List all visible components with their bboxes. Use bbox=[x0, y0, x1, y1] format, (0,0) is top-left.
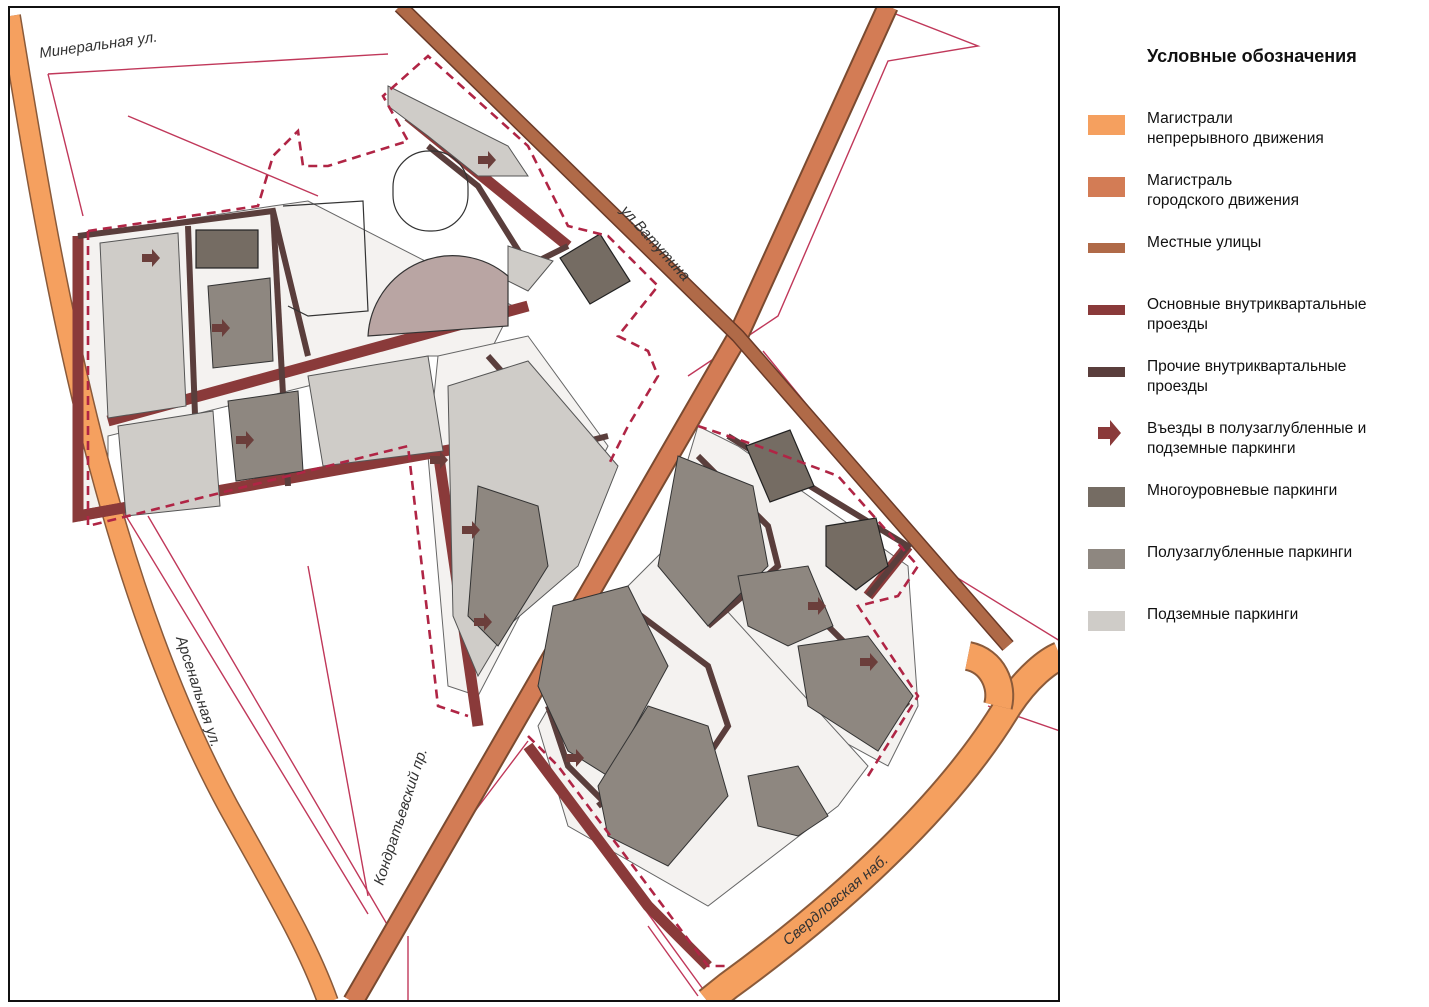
legend-swatch-multilevel-parking bbox=[1088, 487, 1125, 507]
legend-label: Магистраль городского движения bbox=[1147, 172, 1299, 209]
legend-swatch-local-street bbox=[1088, 243, 1125, 253]
legend-item-trunk-continuous: Магистрали непрерывного движения bbox=[1085, 105, 1415, 167]
site-plan-map: Минеральная ул. ул.Ватутина Арсенальная … bbox=[8, 6, 1060, 1002]
trunk-roads-continuous bbox=[8, 14, 1060, 1002]
legend-item-local-street: Местные улицы bbox=[1085, 229, 1415, 291]
legend-label: Подземные паркинги bbox=[1147, 606, 1299, 623]
legend-label: Многоуровневые паркинги bbox=[1147, 482, 1338, 499]
legend-swatch-semi-underground-parking bbox=[1088, 549, 1125, 569]
legend-swatch-other-driveway bbox=[1088, 367, 1125, 377]
legend-item-main-driveway: Основные внутриквартальные проезды bbox=[1085, 291, 1415, 353]
legend-item-multilevel-parking: Многоуровневые паркинги bbox=[1085, 477, 1415, 539]
school-complex bbox=[282, 150, 509, 337]
legend: Условные обозначения Магистрали непрерыв… bbox=[1085, 40, 1415, 663]
legend-label: Полузаглубленные паркинги bbox=[1147, 544, 1353, 561]
legend-item-underground-parking: Подземные паркинги bbox=[1085, 601, 1415, 663]
legend-item-arrow: Въезды в полузаглубленные и подземные па… bbox=[1085, 415, 1415, 477]
legend-item-other-driveway: Прочие внутриквартальные проезды bbox=[1085, 353, 1415, 415]
legend-item-trunk-city: Магистраль городского движения bbox=[1085, 167, 1415, 229]
semi-underground-parkings bbox=[207, 277, 914, 867]
parking-entry-arrows bbox=[142, 151, 878, 767]
map-border bbox=[8, 6, 1060, 1002]
legend-label: Основные внутриквартальные проезды bbox=[1147, 296, 1367, 333]
legend-swatch-trunk-continuous bbox=[1088, 115, 1125, 135]
legend-swatch-underground-parking bbox=[1088, 611, 1125, 631]
legend-swatch-trunk-city bbox=[1088, 177, 1125, 197]
arrow-icon bbox=[1088, 418, 1125, 448]
legend-item-semi-underground-parking: Полузаглубленные паркинги bbox=[1085, 539, 1415, 601]
legend-title: Условные обозначения bbox=[1147, 46, 1357, 66]
legend-swatch-main-driveway bbox=[1088, 305, 1125, 315]
legend-label: Местные улицы bbox=[1147, 234, 1262, 251]
legend-label: Магистрали непрерывного движения bbox=[1147, 110, 1324, 147]
dashed-boundaries bbox=[86, 54, 920, 968]
legend-label: Въезды в полузаглубленные и подземные па… bbox=[1147, 420, 1367, 457]
local-streets bbox=[394, 6, 1014, 651]
legend-label: Прочие внутриквартальные проезды bbox=[1147, 358, 1347, 395]
map-canvas: Минеральная ул. ул.Ватутина Арсенальная … bbox=[8, 6, 1060, 1002]
